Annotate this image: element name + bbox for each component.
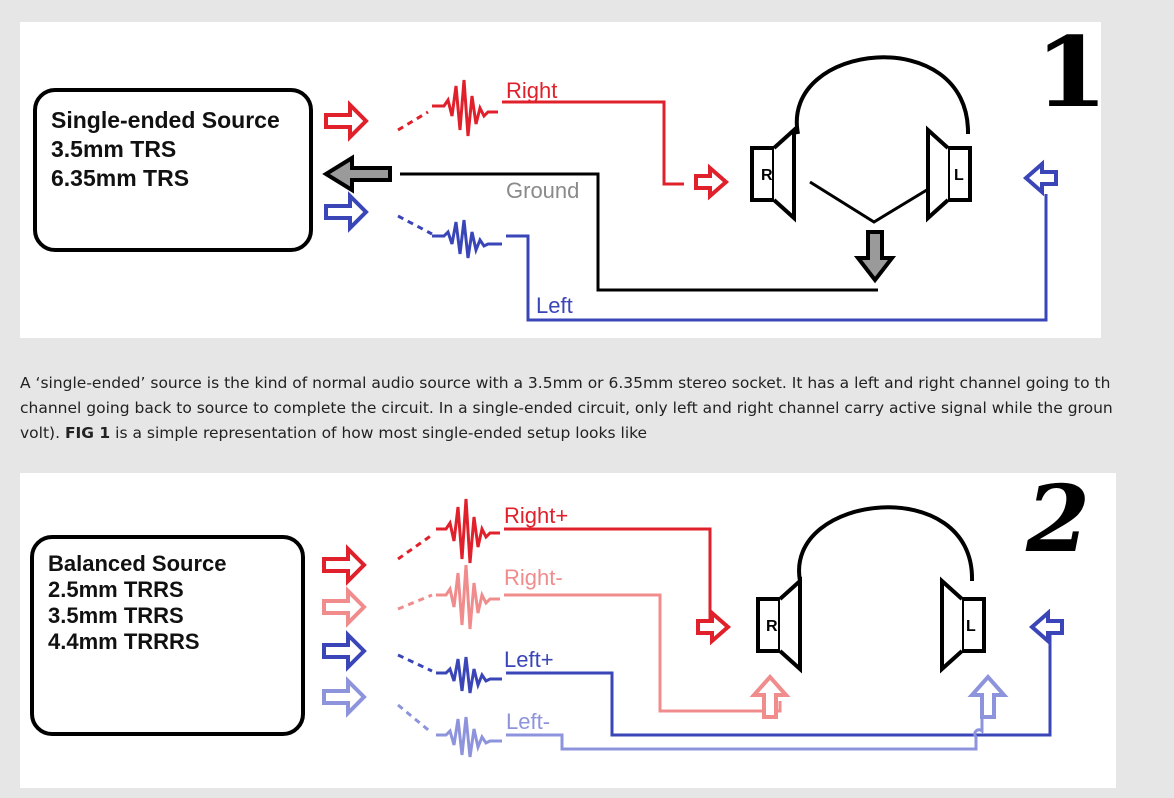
figure-1-panel: Single-ended Source 3.5mm TRS 6.35mm TRS… [20,16,1108,338]
speaker-right-label: R [761,167,773,184]
ground-path [322,154,941,292]
source-connector-3: 4.4mm TRRRS [48,629,200,654]
figure-2-diagram: Right+ Right- Left+ Left- [322,498,1064,758]
left-label: Left [536,293,573,318]
headphones-icon [750,55,972,223]
headphones-icon [756,505,986,674]
left-plus-label: Left+ [504,647,554,672]
speaker-right-label: R [766,618,778,635]
right-label: Right [506,78,557,103]
left-minus-channel [322,673,1009,758]
right-plus-channel [322,498,732,646]
source-title: Single-ended Source [51,107,280,133]
fig1-reference: FIG 1 [64,424,111,442]
figure-number: 2 [1026,465,1091,573]
source-title: Balanced Source [48,551,227,576]
figure-2-panel: Balanced Source 2.5mm TRRS 3.5mm TRRS 4.… [20,465,1116,788]
speaker-left-label: L [966,618,976,635]
figure-1-diagram: Right Ground Left R L [322,55,1058,322]
ground-label: Ground [506,178,579,203]
source-connector-2: 3.5mm TRRS [48,603,184,628]
speaker-left-label: L [954,167,964,184]
paragraph-line-1: A ‘single-ended’ source is the kind of n… [20,374,1111,392]
source-connector-1: 2.5mm TRRS [48,577,184,602]
source-connector-2: 6.35mm TRS [51,165,190,191]
right-minus-label: Right- [504,565,563,590]
left-minus-label: Left- [506,709,550,734]
source-connector-1: 3.5mm TRS [51,136,177,162]
line3-post: is a simple representation of how most s… [110,424,648,442]
line3-pre: volt). [20,424,65,442]
right-channel [324,79,730,201]
right-plus-label: Right+ [504,503,568,528]
paragraph-line-3: volt). FIG 1 is a simple representation … [20,421,1174,446]
right-minus-channel [322,564,791,719]
paragraph-line-2: channel going back to source to complete… [20,399,1113,417]
left-plus-channel [322,608,1064,737]
description-paragraph: A ‘single-ended’ source is the kind of n… [20,371,1174,446]
left-channel [324,159,1058,322]
figure-number: 1 [1034,16,1109,129]
balanced-source-box: Balanced Source 2.5mm TRRS 3.5mm TRRS 4.… [30,535,305,736]
single-ended-source-box: Single-ended Source 3.5mm TRS 6.35mm TRS [33,88,313,252]
